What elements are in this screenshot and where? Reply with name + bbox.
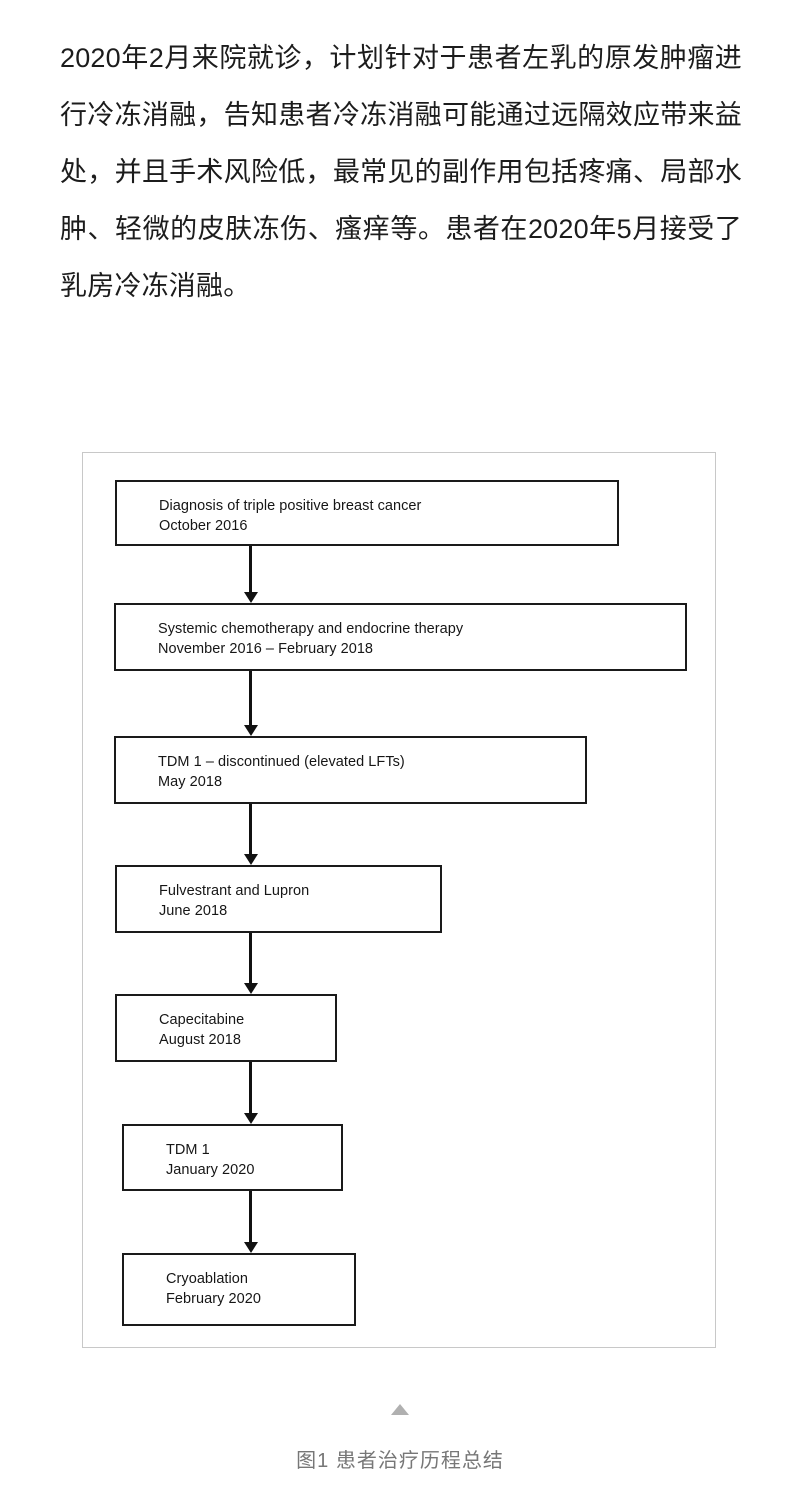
flow-node-date: May 2018	[158, 774, 223, 790]
flow-node-capecitabine: Capecitabine August 2018	[115, 994, 337, 1062]
flow-connector-6	[243, 1191, 258, 1253]
arrow-down-icon	[243, 725, 258, 736]
flow-connector-4	[243, 933, 258, 994]
flow-connector-2	[243, 671, 258, 736]
flow-connector-1	[243, 546, 258, 603]
flow-node-date: June 2018	[159, 903, 228, 919]
flow-node-date: January 2020	[166, 1162, 255, 1178]
flow-node-fulvestrant-lupron: Fulvestrant and Lupron June 2018	[115, 865, 442, 933]
flow-node-tdm1-discontinued: TDM 1 – discontinued (elevated LFTs) May…	[114, 736, 587, 804]
flow-node-title: Diagnosis of triple positive breast canc…	[159, 498, 422, 514]
treatment-timeline-flowchart: Diagnosis of triple positive breast canc…	[83, 453, 715, 1347]
flow-node-title: Systemic chemotherapy and endocrine ther…	[158, 621, 464, 637]
figure-container[interactable]: Diagnosis of triple positive breast canc…	[82, 452, 716, 1348]
flow-node-systemic-therapy: Systemic chemotherapy and endocrine ther…	[114, 603, 687, 671]
arrow-down-icon	[243, 592, 258, 603]
flow-node-title: Fulvestrant and Lupron	[159, 883, 310, 899]
flow-node-title: TDM 1 – discontinued (elevated LFTs)	[158, 754, 405, 770]
flow-node-date: October 2016	[159, 518, 248, 534]
triangle-up-icon[interactable]	[391, 1404, 409, 1415]
arrow-down-icon	[243, 983, 258, 994]
flow-node-tdm1: TDM 1 January 2020	[122, 1124, 343, 1191]
flow-connector-5	[243, 1062, 258, 1124]
flow-node-title: Capecitabine	[159, 1012, 245, 1028]
flow-connector-3	[243, 804, 258, 865]
arrow-down-icon	[243, 854, 258, 865]
flow-node-diagnosis: Diagnosis of triple positive breast canc…	[115, 480, 619, 546]
flow-node-title: TDM 1	[166, 1142, 210, 1158]
flow-node-date: August 2018	[159, 1032, 241, 1048]
article-paragraph: 2020年2月来院就诊，计划针对于患者左乳的原发肿瘤进行冷冻消融，告知患者冷冻消…	[60, 43, 742, 301]
flow-node-title: Cryoablation	[166, 1271, 249, 1287]
arrow-down-icon	[243, 1113, 258, 1124]
flow-node-date: February 2020	[166, 1291, 261, 1307]
figure-caption: 图1 患者治疗历程总结	[296, 1450, 504, 1472]
arrow-down-icon	[243, 1242, 258, 1253]
flow-node-date: November 2016 – February 2018	[158, 641, 374, 657]
flow-node-cryoablation: Cryoablation February 2020	[122, 1253, 356, 1326]
